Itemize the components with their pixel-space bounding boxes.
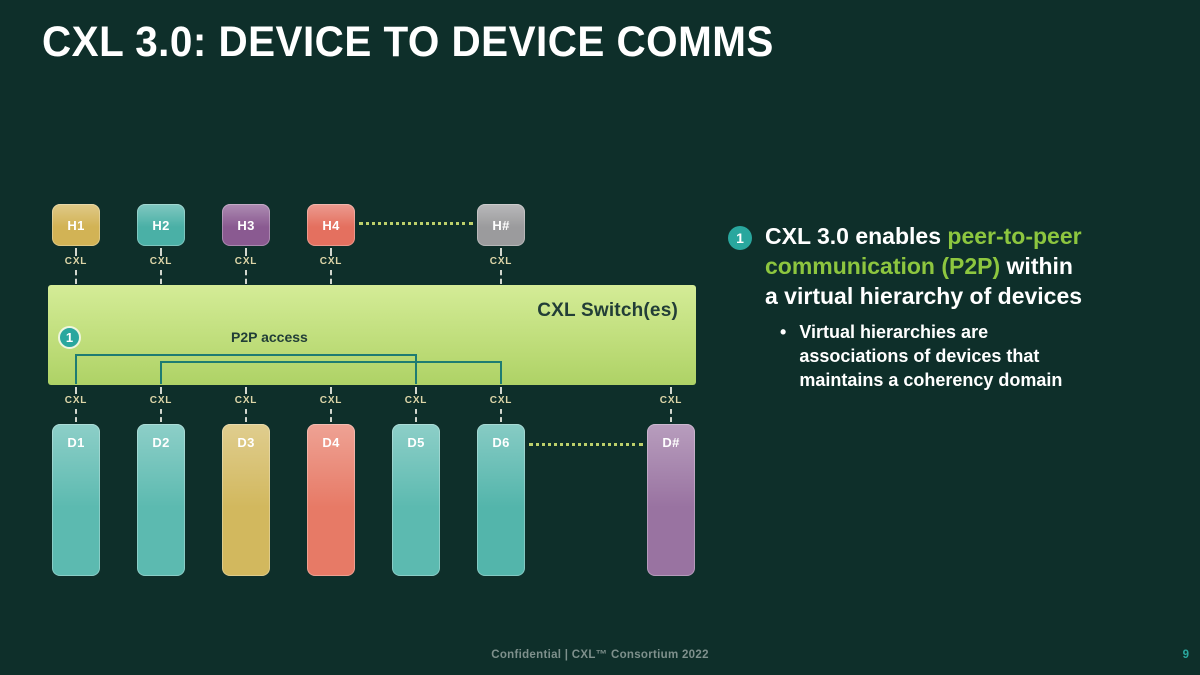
connector-dash xyxy=(75,248,77,256)
p2p-line xyxy=(160,361,162,384)
device-label-d1: D1 xyxy=(67,435,85,450)
cxl-port-label: CXL xyxy=(404,395,428,406)
cxl-port-label: CXL xyxy=(319,256,343,267)
device-label-d6: D6 xyxy=(492,435,510,450)
cxl-port-label: CXL xyxy=(319,395,343,406)
p2p-line xyxy=(415,354,417,384)
host-label-hn: H# xyxy=(492,217,510,233)
connector-dash xyxy=(500,409,502,422)
cxl-port-label: CXL xyxy=(64,256,88,267)
connector-dash xyxy=(160,409,162,422)
cxl-port-label: CXL xyxy=(489,256,513,267)
cxl-port-label: CXL xyxy=(489,395,513,406)
host-label-h2: H2 xyxy=(152,217,170,233)
p2p-line xyxy=(75,354,77,384)
device-label-dn: D# xyxy=(662,435,680,450)
connector-dash xyxy=(500,270,502,284)
device-box-d1: D1 xyxy=(52,424,100,576)
callout: 1 CXL 3.0 enables peer-to-peer communica… xyxy=(728,222,1178,392)
connector-dash xyxy=(415,409,417,422)
footer-text: Confidential | CXL™ Consortium 2022 xyxy=(491,649,709,661)
connector-dash xyxy=(75,387,77,394)
callout-body: CXL 3.0 enables peer-to-peer communicati… xyxy=(765,222,1082,392)
connector-dash xyxy=(330,387,332,394)
callout-badge-1: 1 xyxy=(728,226,752,250)
device-box-d6: D6 xyxy=(477,424,525,576)
p2p-line xyxy=(500,361,502,384)
connector-dash xyxy=(670,409,672,422)
p2p-line xyxy=(76,354,417,356)
device-label-d2: D2 xyxy=(152,435,170,450)
ellipsis-dots-hosts xyxy=(359,222,473,225)
host-box-h4: H4 xyxy=(307,204,355,246)
p2p-line xyxy=(161,361,502,363)
connector-dash xyxy=(160,387,162,394)
bullet-marker: • xyxy=(780,321,787,342)
host-box-h3: H3 xyxy=(222,204,270,246)
connector-dash xyxy=(245,387,247,394)
cxl-port-label: CXL xyxy=(659,395,683,406)
ellipsis-dots-devices xyxy=(529,443,643,446)
device-box-dn: D# xyxy=(647,424,695,576)
host-label-h4: H4 xyxy=(322,217,340,233)
host-box-h2: H2 xyxy=(137,204,185,246)
cxl-port-label: CXL xyxy=(64,395,88,406)
device-box-d5: D5 xyxy=(392,424,440,576)
connector-dash xyxy=(160,270,162,284)
switch-badge-1: 1 xyxy=(58,326,81,349)
cxl-port-label: CXL xyxy=(234,395,258,406)
device-box-d4: D4 xyxy=(307,424,355,576)
connector-dash xyxy=(500,387,502,394)
cxl-port-label: CXL xyxy=(234,256,258,267)
highlight-green: peer-to-peer xyxy=(947,223,1082,249)
connector-dash xyxy=(245,270,247,284)
connector-dash xyxy=(330,270,332,284)
connector-dash xyxy=(670,387,672,394)
device-box-d2: D2 xyxy=(137,424,185,576)
connector-dash xyxy=(245,248,247,256)
connector-dash xyxy=(245,409,247,422)
bullet-text: Virtual hierarchies are associations of … xyxy=(799,321,1063,390)
connector-dash xyxy=(160,248,162,256)
slide-title: CXL 3.0: DEVICE TO DEVICE COMMS xyxy=(42,18,774,66)
host-label-h1: H1 xyxy=(67,217,85,233)
switch-label: CXL Switch(es) xyxy=(537,300,678,321)
cxl-switch: CXL Switch(es) 1 P2P access xyxy=(48,285,696,385)
connector-dash xyxy=(500,248,502,256)
callout-bullet: • Virtual hierarchies are associations o… xyxy=(780,321,1082,393)
cxl-port-label: CXL xyxy=(149,256,173,267)
connector-dash xyxy=(75,409,77,422)
host-label-h3: H3 xyxy=(237,217,255,233)
connector-dash xyxy=(415,387,417,394)
cxl-port-label: CXL xyxy=(149,395,173,406)
p2p-access-label: P2P access xyxy=(231,329,308,345)
device-label-d3: D3 xyxy=(237,435,255,450)
host-box-h1: H1 xyxy=(52,204,100,246)
host-box-hn: H# xyxy=(477,204,525,246)
page-number: 9 xyxy=(1182,649,1189,661)
connector-dash xyxy=(75,270,77,284)
device-label-d5: D5 xyxy=(407,435,425,450)
connector-dash xyxy=(330,248,332,256)
device-label-d4: D4 xyxy=(322,435,340,450)
connector-dash xyxy=(330,409,332,422)
highlight-green: communication (P2P) xyxy=(765,252,1001,279)
callout-main-text: CXL 3.0 enables peer-to-peer communicati… xyxy=(765,223,1083,309)
device-box-d3: D3 xyxy=(222,424,270,576)
